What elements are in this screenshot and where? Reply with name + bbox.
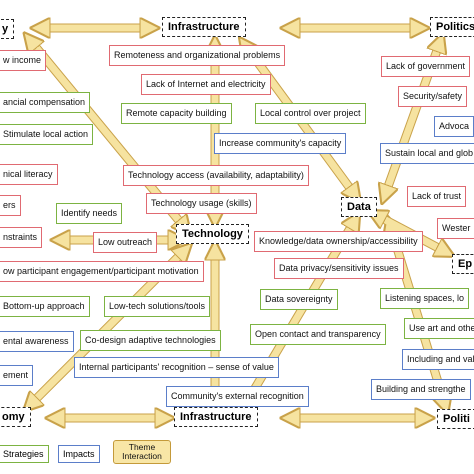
identify-needs-box: Identify needs bbox=[56, 203, 123, 224]
knowledge-ownership-box: Knowledge/data ownership/accessibility bbox=[254, 231, 423, 252]
technical-literacy-box: nical literacy bbox=[0, 164, 58, 185]
local-control-box: Local control over project bbox=[255, 103, 366, 124]
remote-capacity-box: Remote capacity building bbox=[121, 103, 232, 124]
co-design-box: Co-design adaptive technologies bbox=[80, 330, 221, 351]
theme-politics-bottom: Politi bbox=[437, 409, 474, 429]
theme-data: Data bbox=[341, 197, 377, 217]
legend-strategies: Strategies bbox=[0, 445, 49, 463]
low-outreach-box: Low outreach bbox=[93, 232, 158, 253]
lack-internet-box: Lack of Internet and electricity bbox=[141, 74, 271, 95]
data-privacy-box: Data privacy/sensitivity issues bbox=[274, 258, 404, 279]
low-participant-engagement-box: ow participant engagement/participant mo… bbox=[0, 261, 204, 282]
ement-box: ement bbox=[0, 365, 34, 386]
constraints-box: nstraints bbox=[0, 227, 43, 248]
stimulate-local-action-box: Stimulate local action bbox=[0, 124, 94, 145]
lack-government-box: Lack of government bbox=[381, 56, 471, 77]
technology-usage-box: Technology usage (skills) bbox=[146, 193, 257, 214]
lack-of-trust-box: Lack of trust bbox=[407, 186, 467, 207]
theme-bottom-left: omy bbox=[0, 407, 31, 427]
ers-box: ers bbox=[0, 195, 21, 216]
legend-impacts: Impacts bbox=[58, 445, 100, 463]
internal-recognition-box: Internal participants' recognition – sen… bbox=[74, 357, 279, 378]
listening-spaces-box: Listening spaces, lo bbox=[380, 288, 470, 309]
advocacy-box: Advoca bbox=[434, 116, 474, 137]
bottom-up-approach-box: Bottom-up approach bbox=[0, 296, 90, 317]
theme-top-left: y bbox=[0, 19, 15, 39]
western-box: Wester bbox=[437, 218, 474, 239]
external-recognition-box: Community's external recognition bbox=[166, 386, 309, 407]
technology-access-box: Technology access (availability, adaptab… bbox=[123, 165, 309, 186]
environmental-awareness-box: ental awareness bbox=[0, 331, 74, 352]
including-value-box: Including and valu bbox=[402, 349, 474, 370]
building-strengthen-box: Building and strengthe bbox=[371, 379, 471, 400]
use-art-box: Use art and othe bbox=[404, 318, 474, 339]
sustain-local-box: Sustain local and glob bbox=[380, 143, 474, 164]
theme-infrastructure-top: Infrastructure bbox=[162, 17, 246, 37]
legend-theme-interaction: Theme Interaction bbox=[113, 440, 171, 464]
security-safety-box: Security/safety bbox=[398, 86, 468, 107]
remoteness-box: Remoteness and organizational problems bbox=[109, 45, 286, 66]
low-tech-solutions-box: Low-tech solutions/tools bbox=[104, 296, 211, 317]
financial-compensation-box: ancial compensation bbox=[0, 92, 91, 113]
theme-technology: Technology bbox=[176, 224, 249, 244]
theme-infrastructure-bottom: Infrastructure bbox=[174, 407, 258, 427]
open-contact-box: Open contact and transparency bbox=[250, 324, 386, 345]
increase-capacity-box: Increase community's capacity bbox=[214, 133, 347, 154]
low-income-box: w income bbox=[0, 50, 47, 71]
data-sovereignty-box: Data sovereignty bbox=[260, 289, 338, 310]
theme-right-mid: Ep bbox=[452, 254, 474, 274]
theme-politics-top: Politics bbox=[430, 17, 474, 37]
